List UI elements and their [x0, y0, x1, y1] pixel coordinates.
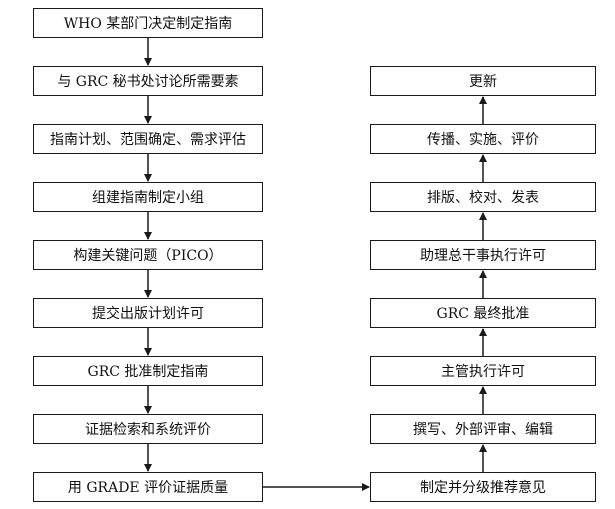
step-publish: 排版、校对、发表	[370, 182, 596, 212]
step-adg-clearance: 助理总干事执行许可	[370, 240, 596, 270]
step-update: 更新	[370, 66, 596, 96]
step-write-review: 撰写、外部评审、编辑	[370, 414, 596, 444]
step-grade: 用 GRADE 评价证据质量	[33, 472, 263, 502]
step-grc-discuss: 与 GRC 秘书处讨论所需要素	[33, 66, 263, 96]
step-evidence-review: 证据检索和系统评价	[33, 414, 263, 444]
step-form-group: 组建指南制定小组	[33, 182, 263, 212]
step-plan-scope: 指南计划、范围确定、需求评估	[33, 124, 263, 154]
step-pico: 构建关键问题（PICO）	[33, 240, 263, 270]
step-disseminate: 传播、实施、评价	[370, 124, 596, 154]
step-who-decide: WHO 某部门决定制定指南	[33, 8, 263, 38]
step-recommendations: 制定并分级推荐意见	[370, 472, 596, 502]
step-grc-approve: GRC 批准制定指南	[33, 356, 263, 386]
step-grc-final: GRC 最终批准	[370, 298, 596, 328]
step-submit-plan: 提交出版计划许可	[33, 298, 263, 328]
step-director-clearance: 主管执行许可	[370, 356, 596, 386]
